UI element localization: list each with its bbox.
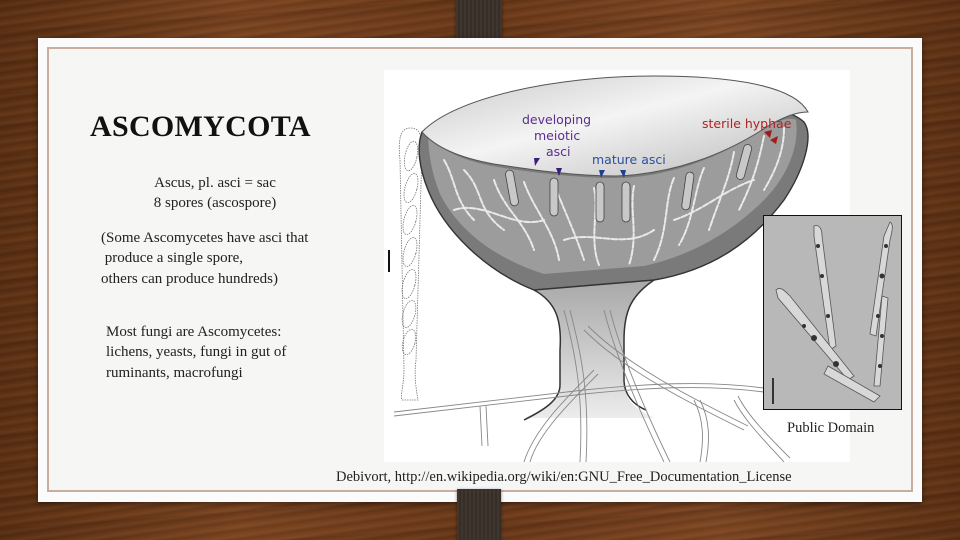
- note-line-3: others can produce hundreds): [101, 271, 279, 287]
- label-sterile-hyphae: sterile hyphae: [702, 116, 792, 131]
- examples-line-1: Most fungi are Ascomycetes:: [106, 324, 282, 340]
- examples-line-2: lichens, yeasts, fungi in gut of: [106, 344, 287, 360]
- figure-credit: Debivort, http://en.wikipedia.org/wiki/e…: [336, 469, 792, 485]
- photo-caption: Public Domain: [787, 420, 875, 436]
- label-pointers: [534, 130, 778, 178]
- label-developing: developing: [522, 112, 591, 127]
- label-meiotic: meiotic: [534, 128, 580, 143]
- note-line-1: (Some Ascomycetes have asci that: [101, 230, 309, 246]
- slide-title: ASCOMYCOTA: [90, 110, 311, 143]
- label-mature-asci: mature asci: [592, 152, 666, 167]
- diagram-labels: developing meiotic asci mature asci ster…: [522, 112, 792, 167]
- asci-micrograph-photo: [763, 215, 902, 410]
- label-asci: asci: [546, 144, 571, 159]
- definition-line-1: Ascus, pl. asci = sac: [154, 175, 276, 191]
- ascocarp-illustration: developing meiotic asci mature asci ster…: [393, 75, 845, 462]
- note-line-2: produce a single spore,: [101, 250, 244, 266]
- text-cursor: [388, 250, 390, 272]
- single-ascus-drawing: [398, 127, 423, 401]
- definition-line-2: 8 spores (ascospore): [153, 195, 277, 211]
- examples-line-3: ruminants, macrofungi: [106, 365, 243, 381]
- bottom-binder-clip: [457, 489, 501, 540]
